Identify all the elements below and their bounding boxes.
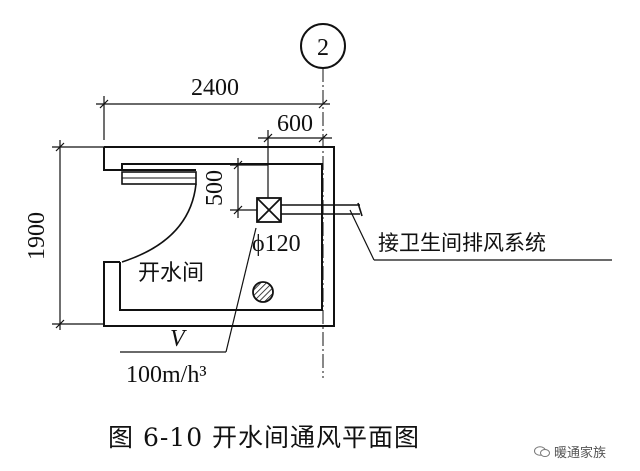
dimension-overall-width <box>96 96 330 140</box>
figure-caption: 图 6-10 开水间通风平面图 <box>108 423 421 452</box>
duct-diameter-label: ϕ120 <box>252 231 301 257</box>
room-name-label: 开水间 <box>138 261 204 286</box>
airflow-symbol: V <box>170 326 187 352</box>
offset-width-label: 600 <box>277 111 313 137</box>
exhaust-duct <box>281 202 363 217</box>
exhaust-connection-label: 接卫生间排风系统 <box>378 231 546 255</box>
airflow-leader <box>120 227 257 353</box>
overall-height-label: 1900 <box>24 212 50 260</box>
watermark: 暖通家族 <box>534 442 606 461</box>
floor-drain-icon <box>252 281 274 303</box>
room-walls <box>103 146 335 327</box>
grid-axis-number: 2 <box>317 35 329 61</box>
exhaust-fan-symbol <box>256 197 282 223</box>
airflow-value: 100m/h³ <box>126 362 207 388</box>
vertical-offset-label: 500 <box>202 170 228 206</box>
door-swing <box>121 171 197 263</box>
exhaust-leader <box>349 209 612 261</box>
overall-width-label: 2400 <box>191 75 239 101</box>
watermark-text: 暖通家族 <box>554 446 607 461</box>
dimension-overall-height <box>52 140 104 330</box>
chat-bubble-icon <box>534 445 550 457</box>
